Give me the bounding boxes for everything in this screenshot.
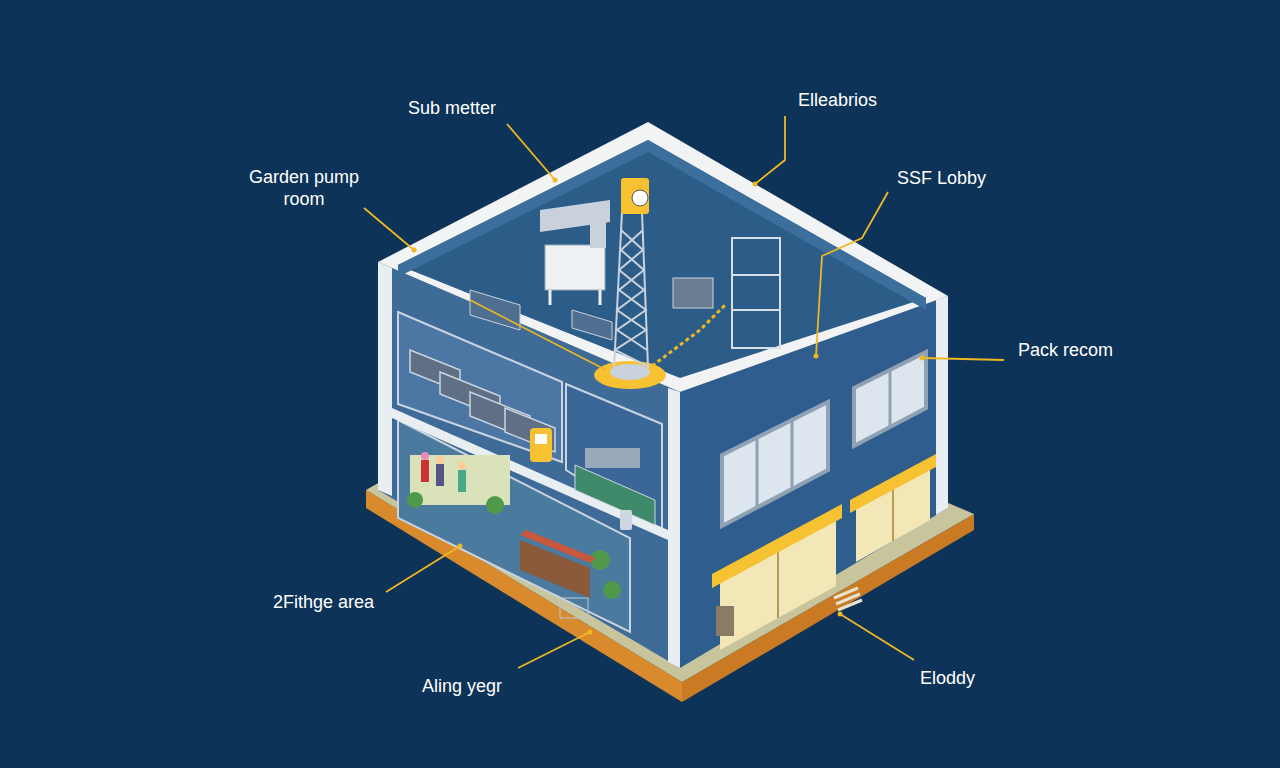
window-bar — [791, 420, 794, 490]
awning — [712, 504, 842, 588]
pump-unit — [545, 245, 605, 290]
wall-edge — [378, 262, 392, 496]
callout-label: Pack recom — [1018, 339, 1113, 361]
wall-edge — [936, 296, 948, 515]
ladder — [652, 305, 725, 366]
leader-line — [922, 358, 1004, 360]
people — [421, 452, 466, 492]
window-bar — [756, 438, 759, 508]
leader-lines — [364, 116, 1004, 668]
awning — [850, 454, 936, 513]
wall-edge — [668, 388, 680, 668]
door-split — [892, 486, 894, 541]
door — [720, 518, 836, 650]
callout-label: Eloddy — [920, 667, 975, 689]
duct — [590, 222, 606, 248]
callout-label: Sub metter — [408, 97, 496, 119]
window-bar — [889, 370, 892, 428]
window — [854, 352, 926, 446]
tablecloth — [520, 530, 596, 563]
callout-label: SSF Lobby — [897, 167, 986, 189]
callout-label: Elleabrios — [798, 89, 877, 111]
leader-line — [386, 546, 460, 592]
leader-line — [364, 208, 414, 250]
generator — [673, 278, 713, 308]
leader-line — [816, 192, 888, 356]
intercom — [620, 510, 632, 530]
counter — [575, 465, 655, 525]
meter-face — [535, 434, 547, 444]
floor-slab — [392, 408, 668, 540]
bench — [572, 310, 612, 340]
hood — [585, 448, 640, 468]
leader-line — [518, 632, 590, 668]
door-split — [777, 549, 779, 618]
roof-floor — [398, 140, 926, 378]
bin — [716, 606, 734, 636]
clock-face — [632, 190, 648, 206]
leader-line — [755, 116, 785, 184]
meter-panel — [530, 428, 552, 462]
leader-tips — [412, 178, 925, 635]
lattice-tower — [614, 212, 648, 368]
shelf-rack — [732, 238, 780, 348]
callout-label: Aling yegr — [422, 675, 502, 697]
tower-foot — [610, 364, 650, 380]
window — [722, 402, 828, 526]
bench — [470, 290, 520, 330]
roof-inner-wall — [398, 140, 926, 310]
callout-label: Garden pump room — [244, 166, 364, 210]
rooftop-equipment — [470, 178, 780, 389]
callout-label: 2Fithge area — [273, 591, 374, 613]
clock-box — [621, 178, 649, 214]
roof — [378, 122, 948, 392]
pipe — [470, 300, 606, 370]
steps — [834, 588, 862, 610]
plants — [407, 492, 621, 599]
cart — [560, 598, 588, 618]
roof-rim — [378, 122, 948, 392]
leader-line — [840, 614, 914, 660]
leader-line — [507, 124, 555, 180]
